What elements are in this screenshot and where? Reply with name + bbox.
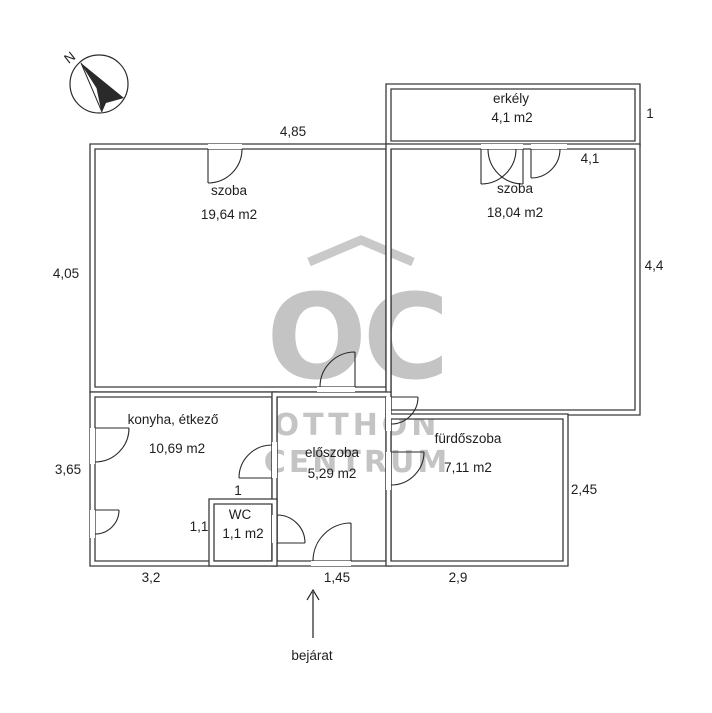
door-room-left — [207, 148, 243, 184]
bathroom-name: fürdőszoba — [435, 431, 502, 446]
door-balcony-2 — [487, 148, 524, 185]
wc-name: WC — [229, 507, 252, 522]
room-right-area: 18,04 m2 — [487, 205, 543, 220]
kitchen-area: 10,69 m2 — [149, 441, 205, 456]
bathroom-wall — [385, 413, 569, 567]
watermark-roof-icon — [307, 235, 415, 267]
door-entrance — [312, 522, 352, 562]
entrance-marker: bejárat — [291, 588, 333, 663]
door-wc — [276, 514, 306, 544]
door-kitchen-left-1 — [94, 427, 130, 463]
room-left-name: szoba — [211, 183, 248, 198]
watermark-line2: CENTRUM — [264, 445, 450, 480]
bathroom-area: 7,11 m2 — [444, 460, 492, 475]
dim-wc-height: 1,1 — [190, 519, 209, 534]
wc-wall — [208, 498, 278, 567]
dim-right-room-width: 4,1 — [581, 151, 600, 166]
door-hall-room-right — [390, 396, 419, 425]
hall-area: 5,29 m2 — [308, 466, 357, 481]
dim-top-left-width: 4,85 — [280, 124, 306, 139]
watermark-logo: OC — [267, 268, 446, 406]
entrance-label: bejárat — [291, 648, 333, 663]
door-kitchen-left-2 — [94, 509, 120, 535]
dim-entrance-width: 1,45 — [324, 570, 350, 585]
dim-kitchen-height: 3,65 — [55, 462, 81, 477]
room-right-name: szoba — [497, 181, 534, 196]
door-bathroom — [390, 451, 425, 486]
dim-bathroom-height: 2,45 — [571, 482, 597, 497]
door-hall-kitchen — [238, 444, 273, 479]
doors — [94, 148, 561, 562]
dim-wc-width: 1 — [234, 483, 242, 498]
compass-circle-icon — [69, 54, 129, 114]
door-hall-room-left — [319, 351, 356, 388]
dim-balcony-depth: 1 — [646, 106, 654, 121]
dim-left-room-height: 4,05 — [53, 266, 79, 281]
dim-right-room-height: 4,4 — [645, 258, 664, 273]
kitchen-name: konyha, étkező — [128, 412, 219, 427]
door-balcony-1 — [480, 148, 517, 185]
dim-kitchen-width: 3,2 — [142, 570, 161, 585]
dimension-labels: 4,85 1 4,1 4,4 4,05 3,65 3,2 1 1,1 1,45 … — [53, 106, 664, 585]
compass: N — [61, 49, 129, 114]
wc-area: 1,1 m2 — [222, 526, 263, 541]
room-labels: erkély 4,1 m2 szoba 19,64 m2 szoba 18,04… — [128, 91, 544, 541]
balcony-area: 4,1 m2 — [491, 110, 532, 125]
compass-needle-icon — [81, 63, 124, 112]
balcony-name: erkély — [493, 91, 529, 106]
door-gaps — [90, 144, 567, 566]
compass-north-letter: N — [61, 49, 78, 67]
door-balcony-3 — [530, 148, 561, 179]
hall-name: előszoba — [305, 445, 360, 460]
room-left-area: 19,64 m2 — [201, 207, 257, 222]
dim-bathroom-width: 2,9 — [449, 570, 468, 585]
watermark: OC OTTHON CENTRUM — [264, 235, 450, 480]
